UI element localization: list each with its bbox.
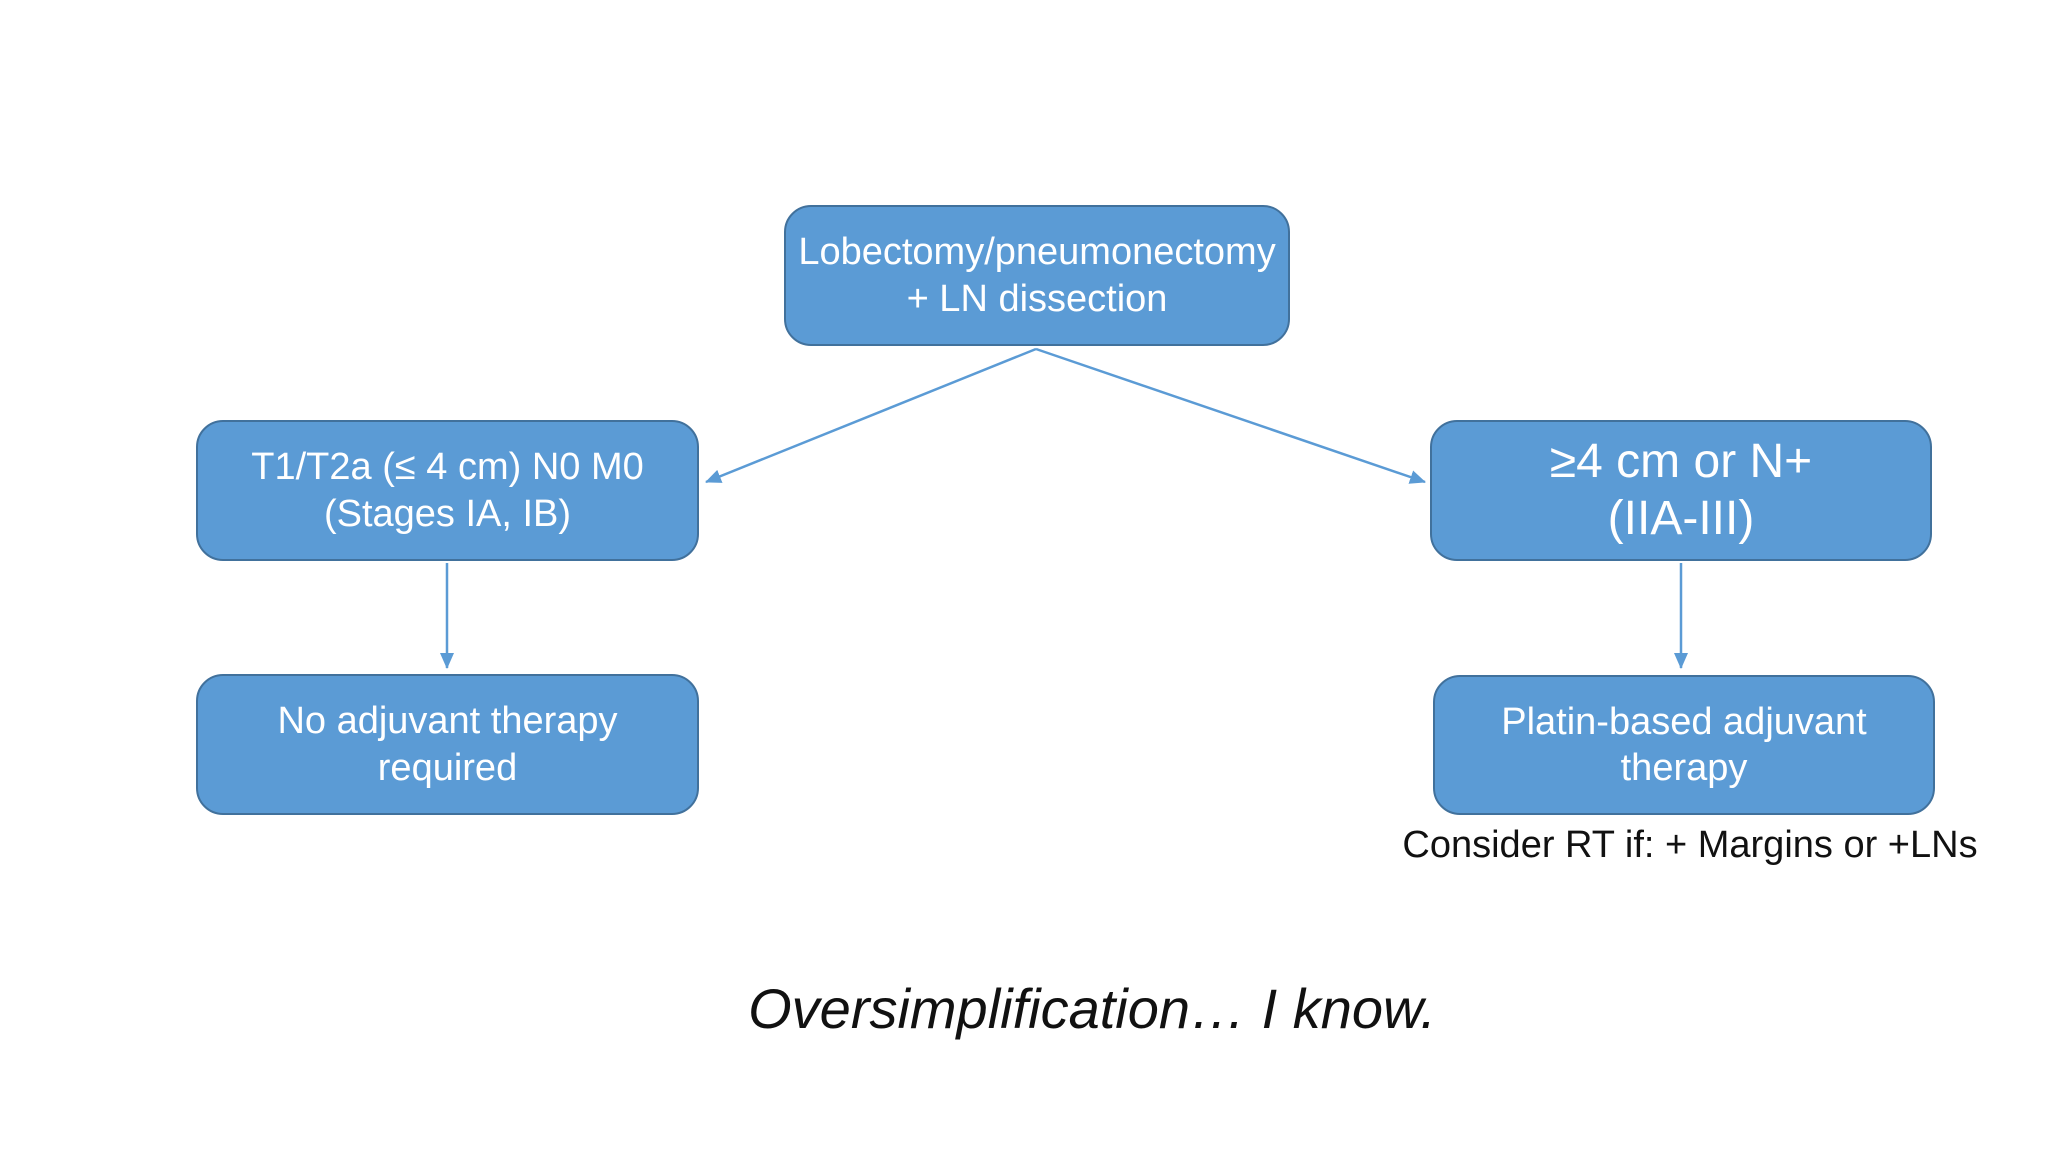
node-line: No adjuvant therapy: [277, 700, 618, 743]
node-line: Platin-based adjuvant: [1501, 700, 1867, 743]
node-line: therapy: [1620, 747, 1748, 789]
node-line: (IIA-III): [1607, 491, 1755, 545]
node-line: required: [377, 746, 518, 789]
node-surgery: Lobectomy/pneumonectomy + LN dissection: [784, 205, 1290, 346]
node-platin-adjuvant: Platin-based adjuvant therapy: [1433, 675, 1935, 815]
arrow-surgery-to-advanced: [1035, 347, 1426, 484]
node-line: + LN dissection: [906, 277, 1168, 320]
node-line: ≥4 cm or N+: [1549, 434, 1813, 488]
node-line: T1/T2a (≤ 4 cm) N0 M0: [251, 446, 644, 489]
node-line: Lobectomy/pneumonectomy: [798, 231, 1276, 274]
node-no-adjuvant: No adjuvant therapy required: [196, 674, 699, 815]
oversimplification-caption: Oversimplification… I know.: [748, 977, 1436, 1040]
node-stage-advanced: ≥4 cm or N+ (IIA-III): [1430, 420, 1932, 561]
node-line: (Stages IA, IB): [323, 492, 572, 535]
arrow-surgery-to-early: [705, 347, 1037, 484]
node-stage-early: T1/T2a (≤ 4 cm) N0 M0 (Stages IA, IB): [196, 420, 699, 561]
rt-consideration-note: Consider RT if: + Margins or +LNs: [1402, 824, 1978, 866]
